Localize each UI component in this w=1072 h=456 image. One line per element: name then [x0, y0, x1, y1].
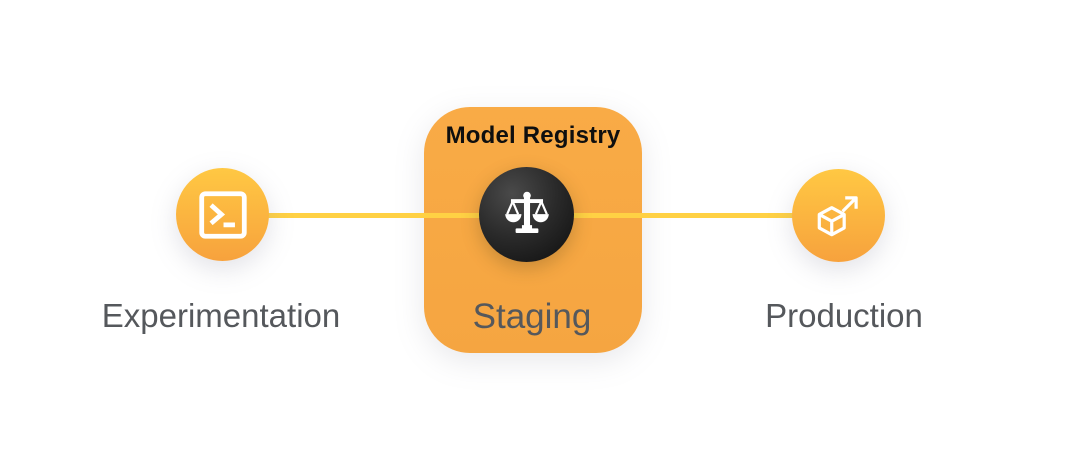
staging-node: [479, 167, 574, 262]
staging-label: Staging: [472, 297, 592, 336]
model-registry-title: Model Registry: [445, 122, 621, 149]
production-node: [792, 169, 885, 262]
scales-icon: [500, 188, 554, 242]
production-label: Production: [765, 297, 923, 334]
experimentation-label: Experimentation: [101, 297, 341, 334]
experimentation-node: [176, 168, 269, 261]
cube-arrow-icon: [811, 188, 867, 244]
terminal-icon: [196, 188, 250, 242]
